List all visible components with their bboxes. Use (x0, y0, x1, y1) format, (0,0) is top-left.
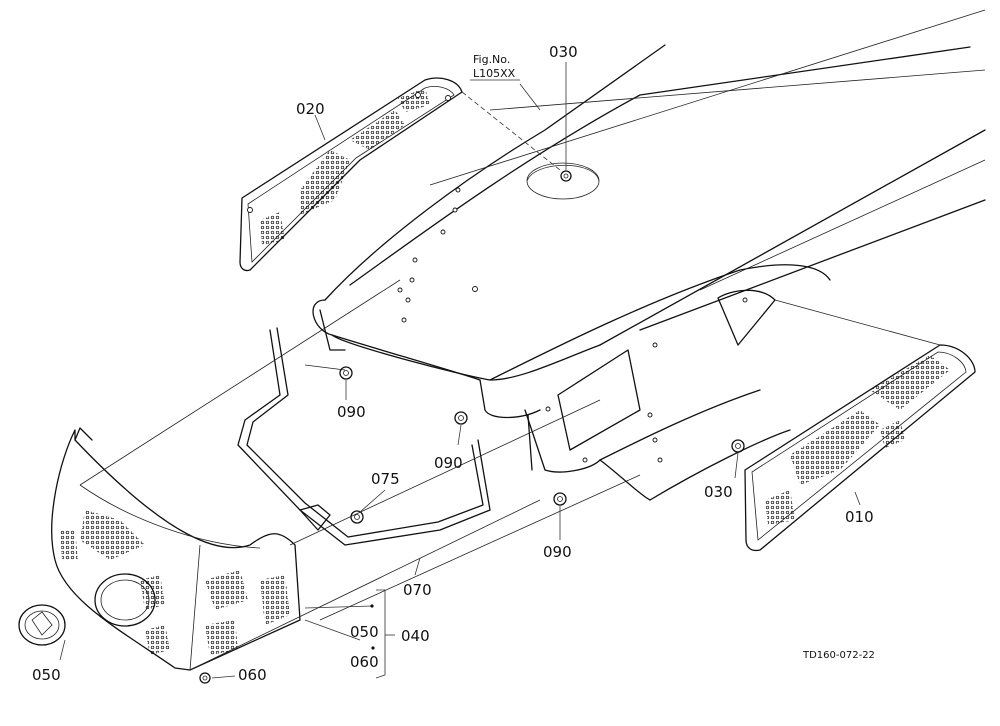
figure-reference: Fig.No. L105XX (470, 53, 520, 81)
nut-icon (199, 170, 745, 684)
fig-no-title: Fig.No. (473, 53, 510, 66)
label-050-group[interactable]: 050 (350, 623, 379, 641)
hood-body (312, 9, 986, 501)
part-070-support-frame[interactable] (237, 327, 491, 546)
part-labels: 030 020 090 090 075 030 010 090 070 050 … (32, 43, 874, 684)
label-020[interactable]: 020 (296, 100, 325, 118)
label-060-group[interactable]: 060 (350, 653, 379, 671)
kubota-emblem-icon[interactable] (18, 604, 66, 646)
label-030-right[interactable]: 030 (704, 483, 733, 501)
label-075[interactable]: 075 (371, 470, 400, 488)
part-010-side-grille[interactable] (744, 344, 976, 552)
leader-lines (59, 62, 861, 679)
label-030-top[interactable]: 030 (549, 43, 578, 61)
label-010[interactable]: 010 (845, 508, 874, 526)
fig-no-code: L105XX (473, 67, 516, 80)
label-070[interactable]: 070 (403, 581, 432, 599)
assembly-guide-lines (79, 91, 941, 671)
label-050[interactable]: 050 (32, 666, 61, 684)
label-060[interactable]: 060 (238, 666, 267, 684)
front-grille-panel[interactable] (51, 427, 301, 671)
label-090-mid[interactable]: 090 (434, 454, 463, 472)
label-090-left[interactable]: 090 (337, 403, 366, 421)
drawing-code: TD160-072-22 (802, 650, 875, 661)
part-020-upper-grille[interactable] (239, 77, 463, 272)
label-040[interactable]: 040 (401, 627, 430, 645)
label-090-right[interactable]: 090 (543, 543, 572, 561)
